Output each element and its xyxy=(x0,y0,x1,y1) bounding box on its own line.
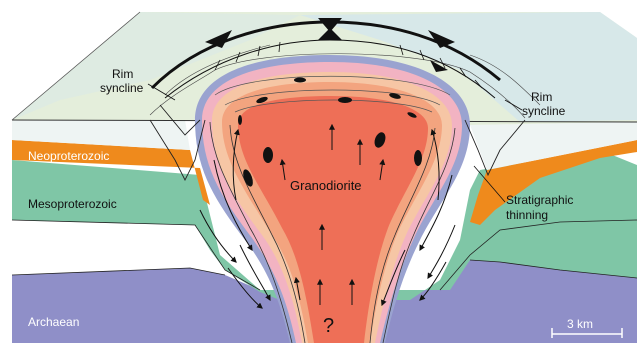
stratigraphic-label-1: Stratigraphic xyxy=(506,193,573,207)
rim-syncline-right-label-1: Rim xyxy=(531,90,552,104)
scale-bar-label: 3 km xyxy=(567,317,593,331)
mesoproterozoic-label: Mesoproterozoic xyxy=(28,197,117,211)
xenolith xyxy=(263,147,273,163)
archaean-label: Archaean xyxy=(28,315,79,329)
rim-syncline-left-label-1: Rim xyxy=(112,67,133,81)
neoproterozoic-label: Neoproterozoic xyxy=(28,149,109,163)
unknown-root-label: ? xyxy=(323,315,334,337)
rim-syncline-left-label-2: syncline xyxy=(100,81,144,95)
xenolith xyxy=(338,97,352,103)
stratigraphic-label-2: thinning xyxy=(506,208,548,222)
granodiorite-label: Granodiorite xyxy=(290,178,362,193)
xenolith xyxy=(294,78,306,83)
xenolith xyxy=(414,150,422,166)
xenolith xyxy=(238,115,242,125)
rim-syncline-right-label-2: syncline xyxy=(522,104,566,118)
